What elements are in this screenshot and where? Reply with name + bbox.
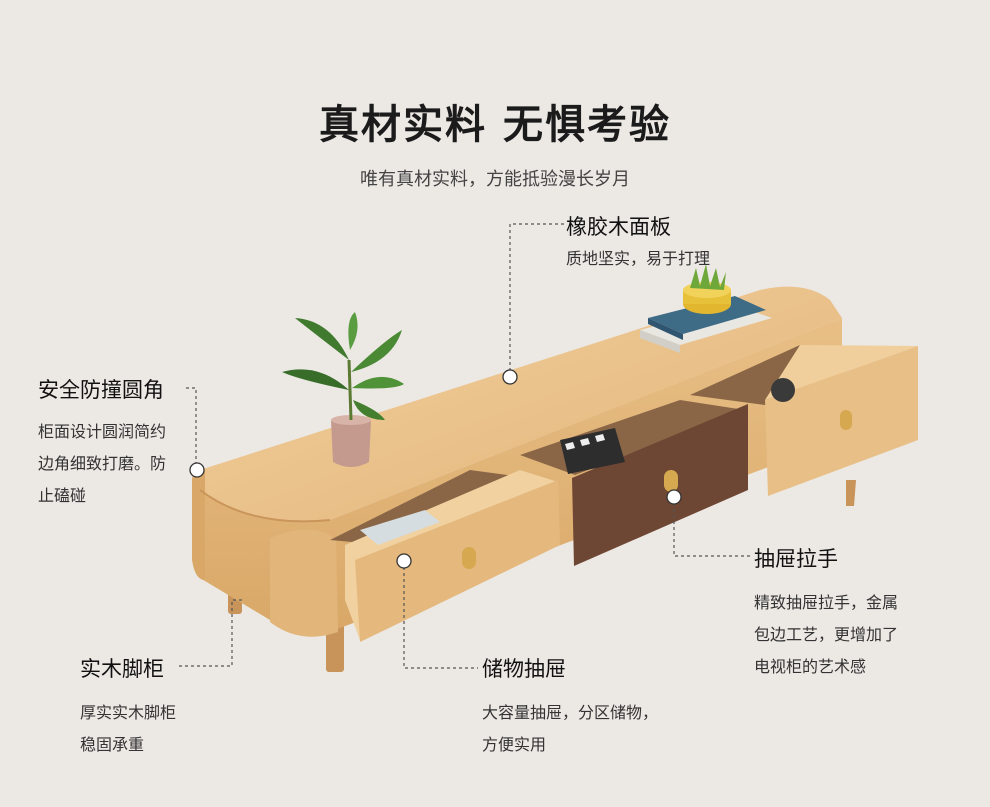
plant-icon	[282, 312, 404, 467]
callout-desc-line: 柜面设计圆润简约	[38, 422, 167, 441]
callout-drawer: 储物抽屉 大容量抽屉，分区储物， 方便实用	[482, 653, 658, 761]
drawer-left	[330, 470, 560, 642]
callout-rounded-corner: 安全防撞圆角 柜面设计圆润简约 边角细致打磨。防 止磕碰	[38, 374, 166, 512]
callout-title: 安全防撞圆角	[38, 378, 164, 402]
callout-lines	[178, 223, 750, 669]
succulent-icon	[683, 264, 731, 314]
callout-title: 抽屉拉手	[754, 547, 838, 571]
books-icon	[640, 296, 772, 353]
callout-desc-line: 边角细致打磨。防	[38, 454, 167, 473]
callout-title: 储物抽屉	[482, 657, 566, 681]
callout-title: 橡胶木面板	[566, 215, 671, 239]
callout-desc-line: 大容量抽屉，分区储物，	[482, 703, 659, 722]
callout-legs: 实木脚柜 厚实实木脚柜 稳固承重	[80, 653, 176, 761]
callout-desc-line: 止磕碰	[38, 486, 87, 505]
drawer-middle	[520, 400, 748, 566]
callout-desc-line: 稳固承重	[80, 735, 145, 754]
callout-desc-line: 方便实用	[482, 735, 547, 754]
marker-dot-icon	[189, 369, 682, 569]
callout-desc-line: 质地坚实，易于打理	[566, 249, 711, 268]
drawer-right	[690, 345, 918, 496]
callout-desc-line: 包边工艺，更增加了	[754, 625, 899, 644]
callout-desc-line: 电视柜的艺术感	[754, 657, 867, 676]
callout-desc-line: 厚实实木脚柜	[80, 703, 177, 722]
page-title: 真材实料 无惧考验	[319, 102, 671, 148]
callout-title: 实木脚柜	[80, 657, 164, 681]
page-subtitle: 唯有真材实料，方能抵验漫长岁月	[360, 169, 630, 190]
callout-desc-line: 精致抽屉拉手，金属	[754, 593, 899, 612]
callout-handle: 抽屉拉手 精致抽屉拉手，金属 包边工艺，更增加了 电视柜的艺术感	[754, 543, 898, 683]
callout-top-panel: 橡胶木面板 质地坚实，易于打理	[566, 211, 710, 275]
